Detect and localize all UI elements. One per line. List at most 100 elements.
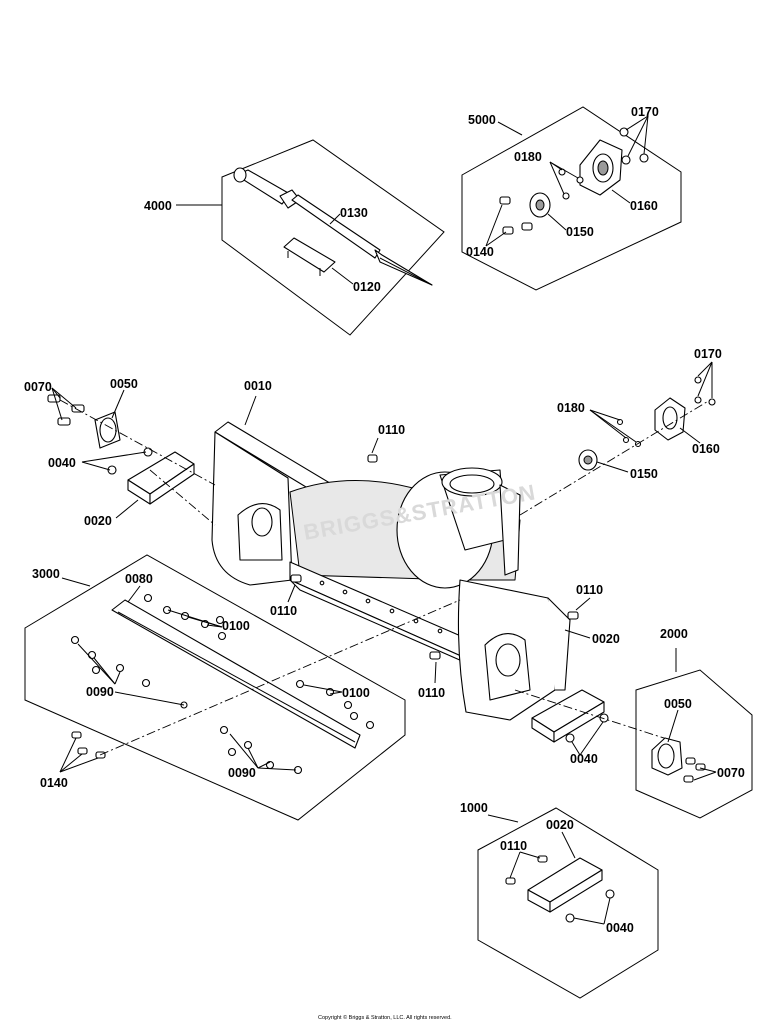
leader-0070a-2 bbox=[51, 387, 77, 409]
callout-0080: 0080 bbox=[125, 572, 153, 586]
callout-0100-upper: 0100 bbox=[222, 619, 250, 633]
bearing-flange-part-0050-kit bbox=[651, 737, 683, 776]
leader-0170a-1 bbox=[625, 115, 649, 131]
nuts-part-0100 bbox=[143, 593, 375, 730]
kit-4000-frame bbox=[221, 139, 445, 336]
leader-0180a-2 bbox=[549, 161, 579, 179]
callout-0110-top: 0110 bbox=[378, 423, 405, 437]
copyright-notice: Copyright © Briggs & Stratton, LLC. All … bbox=[318, 1014, 452, 1021]
leader-0040c-2 bbox=[573, 917, 605, 925]
callout-0100-lower: 0100 bbox=[342, 686, 370, 700]
kit-5000-frame bbox=[461, 106, 682, 291]
callout-4000: 4000 bbox=[144, 199, 172, 213]
kit-1000-frame bbox=[477, 807, 659, 999]
callout-1000: 1000 bbox=[460, 801, 488, 815]
leader-0170a-3 bbox=[627, 115, 649, 157]
leader-0050a bbox=[111, 389, 125, 419]
key-part-0120 bbox=[283, 237, 336, 276]
callout-0170-kit: 0170 bbox=[631, 105, 659, 119]
callout-0020-right: 0020 bbox=[592, 632, 620, 646]
callout-0170-right: 0170 bbox=[694, 347, 722, 361]
leader-0020b bbox=[564, 629, 591, 639]
auger-shaft-part-0130 bbox=[233, 167, 433, 286]
leader-0140b-3 bbox=[59, 757, 99, 773]
leader-0050b bbox=[667, 709, 679, 743]
leader-0110e-1 bbox=[519, 851, 541, 859]
kit-2000-frame bbox=[635, 669, 753, 819]
leader-0070b-2 bbox=[693, 771, 717, 781]
bolts-part-0070-kit bbox=[683, 757, 706, 783]
centerline-right-upper bbox=[519, 399, 711, 516]
callout-0050-kit: 0050 bbox=[664, 697, 692, 711]
callout-0040-kit: 0040 bbox=[606, 921, 634, 935]
nuts-part-0170-kit bbox=[619, 127, 649, 165]
leader-0070a-3 bbox=[51, 387, 63, 421]
leader-0090a-4 bbox=[114, 691, 185, 706]
leader-0090b-2 bbox=[247, 747, 259, 769]
leader-0090b-1 bbox=[229, 733, 259, 769]
leader-0180b-1 bbox=[589, 409, 621, 421]
leader-0090b-3 bbox=[257, 761, 271, 769]
callout-0140-front: 0140 bbox=[40, 776, 68, 790]
carriage-bolts-part-0090 bbox=[70, 635, 303, 775]
leader-0150a bbox=[547, 213, 567, 231]
leader-0180a-3 bbox=[549, 161, 565, 195]
leader-0110e-2 bbox=[509, 851, 521, 879]
leader-0090b-4 bbox=[257, 767, 297, 771]
leader-3000 bbox=[61, 577, 91, 587]
callout-0160-right: 0160 bbox=[692, 442, 720, 456]
callout-0110-kit: 0110 bbox=[500, 839, 527, 853]
bearing-flange-part-0160-right bbox=[654, 397, 686, 441]
bearing-flange-part-0050-left bbox=[94, 411, 121, 449]
leader-0040b-1 bbox=[571, 741, 581, 756]
nut-part-0040-left bbox=[107, 447, 153, 475]
leader-0070b-1 bbox=[699, 767, 717, 773]
leader-0040b-2 bbox=[579, 721, 604, 756]
leader-0040a-2 bbox=[81, 461, 111, 471]
callout-0090-lower: 0090 bbox=[228, 766, 256, 780]
bolts-part-0140-front bbox=[71, 731, 106, 759]
callout-0020-left: 0020 bbox=[84, 514, 112, 528]
leader-0150b bbox=[596, 461, 629, 473]
centerline-right-lower bbox=[514, 689, 671, 741]
callout-0110-right-lower: 0110 bbox=[418, 686, 445, 700]
scraper-bar-part-0080 bbox=[111, 599, 361, 749]
callout-2000: 2000 bbox=[660, 627, 688, 641]
auger-housing-part-0010 bbox=[211, 421, 571, 721]
skid-shoe-part-0020-right bbox=[531, 689, 605, 743]
nuts-part-0170-right bbox=[694, 376, 716, 406]
skid-shoe-part-0020-kit bbox=[527, 857, 603, 913]
leader-0040c-1 bbox=[603, 897, 611, 925]
bolt-part-0110-top bbox=[367, 454, 378, 463]
leader-0100a-2 bbox=[187, 616, 223, 628]
leader-0170a-2 bbox=[643, 115, 649, 155]
callout-0070-kit: 0070 bbox=[717, 766, 745, 780]
callout-0010: 0010 bbox=[244, 379, 272, 393]
centerline-left-upper bbox=[59, 399, 216, 486]
callout-0180-kit: 0180 bbox=[514, 150, 542, 164]
bearing-part-0150-right bbox=[578, 449, 598, 471]
leader-0020c bbox=[561, 831, 576, 859]
bolts-part-0110-kit bbox=[505, 855, 548, 885]
leader-0100b-2 bbox=[329, 691, 343, 695]
callout-0050-left: 0050 bbox=[110, 377, 138, 391]
callout-0110-left-side: 0110 bbox=[270, 604, 297, 618]
leader-0170b-2 bbox=[697, 361, 713, 397]
callout-0110-right-upper: 0110 bbox=[576, 583, 603, 597]
leader-0010 bbox=[244, 395, 257, 426]
callout-3000: 3000 bbox=[32, 567, 60, 581]
bearing-flange-part-0160 bbox=[579, 139, 623, 196]
leader-1000 bbox=[487, 814, 519, 823]
leader-0160a bbox=[611, 189, 631, 204]
leader-0110c bbox=[575, 597, 591, 611]
callout-0040-left: 0040 bbox=[48, 456, 76, 470]
callout-0130: 0130 bbox=[340, 206, 368, 220]
leader-0020a bbox=[115, 499, 139, 519]
callout-0120: 0120 bbox=[353, 280, 381, 294]
leader-0080 bbox=[127, 585, 141, 603]
callout-0040-right: 0040 bbox=[570, 752, 598, 766]
leader-0110a bbox=[371, 437, 379, 454]
leader-0160b bbox=[679, 427, 701, 444]
